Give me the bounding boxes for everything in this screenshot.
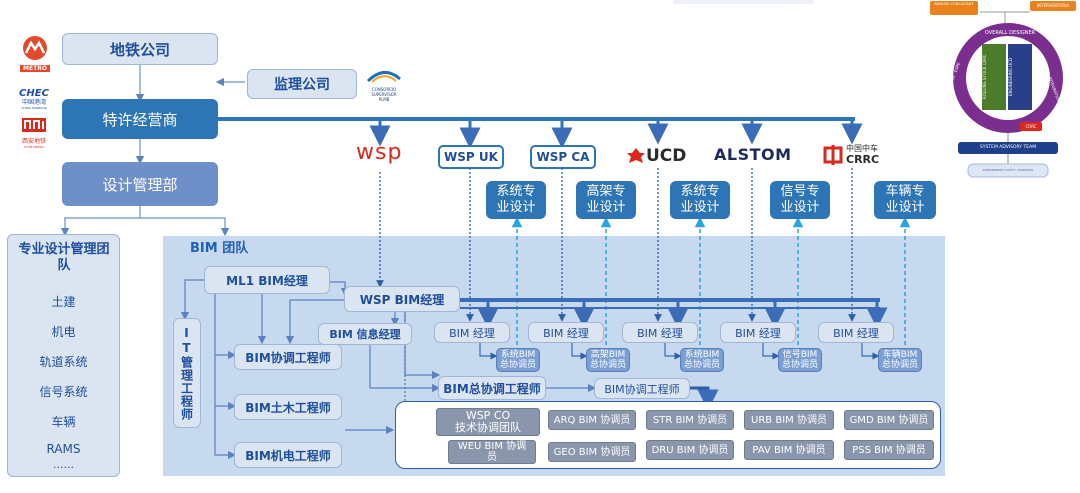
chec-logo-text: CHEC (19, 88, 49, 99)
consortium-line1: CONSORCIO (371, 87, 397, 92)
firm-wsp-uk[interactable]: WSP UK (438, 145, 504, 169)
bim-manager[interactable]: BIM 经理 (434, 322, 510, 343)
metro-logo: METRO (20, 35, 50, 72)
concessionaire-box[interactable]: 特许经营商 (62, 99, 218, 139)
bim-chief-coordinator[interactable]: BIM总协调工程师 (438, 376, 546, 400)
specialty-item: ...... (53, 458, 74, 471)
consortium-emblem-icon (366, 71, 401, 83)
coordinator-cell[interactable]: WSP CO 技术协调团队 (436, 408, 540, 436)
specialty-item: 车辆 (51, 415, 76, 429)
chec-cn-text: 中国港湾 (21, 99, 46, 106)
crrc-en-text: CRRC (846, 153, 880, 166)
bim-team-title: BIM 团队 (190, 241, 249, 256)
metro-company-box[interactable]: 地铁公司 (62, 33, 218, 65)
coordinator-cell[interactable]: STR BIM 协调员 (646, 410, 734, 430)
crrc-cn-text: 中国中车 (846, 144, 878, 153)
bim-general-coordinator[interactable]: 车辆BIM 总协调员 (878, 348, 922, 372)
bim-info-manager[interactable]: BIM 信息经理 (318, 323, 412, 345)
inset-bottom-note: INDEPENDENT SAFETY ASSESSOR (982, 168, 1034, 172)
it-manager-label: IT管理工程师 (179, 325, 194, 421)
crrc-emblem-icon (823, 145, 843, 165)
inset-advisory-box: SYSTEM ADVISORY TEAM (979, 145, 1037, 150)
metro-emblem-icon (23, 36, 47, 60)
inset-consultant-box: RAMUSA CONSULTANT (930, 1, 978, 15)
inset-top-bar (673, 0, 813, 4)
alstom-logo: ALSTOM (714, 145, 792, 164)
coordinator-cell[interactable]: WEU BIM 协调 员 (448, 440, 536, 464)
specialty-item: 机电 (51, 325, 76, 339)
ml1-bim-manager[interactable]: ML1 BIM经理 (204, 266, 330, 294)
design-unit-label[interactable]: 系统专 业设计 (670, 181, 730, 219)
inset-rolling-stock: ROLLING STOCK CRRC (982, 54, 987, 100)
bim-mep-engineer[interactable]: BIM机电工程师 (234, 442, 342, 468)
consortium-line2: SUPERVISOR (371, 92, 397, 97)
xian-metro-emblem-icon (22, 118, 46, 132)
bim-coordinator-right[interactable]: BIM协调工程师 (594, 378, 690, 399)
specialty-team-panel[interactable] (7, 234, 120, 477)
coordinator-cell[interactable]: ARQ BIM 协调员 (548, 410, 636, 430)
design-management-box[interactable]: 设计管理部 (62, 162, 218, 206)
inset-interventoria-box: INTERVENTORIA (1030, 1, 1076, 11)
coordinator-cell[interactable]: GEO BIM 协调员 (548, 442, 636, 462)
specialty-item: RAMS (46, 442, 81, 456)
coordinator-cell[interactable]: PAV BIM 协调员 (744, 440, 834, 460)
ucd-logo-text: UCD (646, 146, 687, 166)
wsp-bim-manager[interactable]: WSP BIM经理 (344, 286, 460, 312)
inset-engineering: ENGINEERING UCD (1008, 58, 1013, 96)
metro-logo-text: METRO (20, 65, 50, 72)
chec-logo: CHEC 中国港湾 CHINA HARBOUR (16, 88, 52, 112)
wsp-logo: wsp (356, 140, 403, 165)
bim-general-coordinator[interactable]: 信号BIM 总协调员 (778, 348, 822, 372)
design-unit-label[interactable]: 车辆专 业设计 (874, 181, 936, 219)
ucd-emblem-icon (627, 148, 645, 163)
bim-general-coordinator[interactable]: 高架BIM 总协调员 (586, 348, 630, 372)
specialty-item: 土建 (51, 295, 76, 309)
design-unit-label[interactable]: 高架专 业设计 (576, 181, 636, 219)
bim-manager[interactable]: BIM 经理 (528, 322, 604, 343)
inset-ring-diagram (953, 11, 1063, 178)
coordinator-cell[interactable]: GMD BIM 协调员 (844, 410, 934, 430)
inset-crrc-tag: CRRC (1020, 122, 1042, 131)
consortium-logo: CONSORCIO SUPERVISOR PLMB (364, 68, 404, 102)
bim-general-coordinator[interactable]: 系统BIM 总协调员 (680, 348, 724, 372)
xian-metro-text: 西安地铁 (21, 138, 46, 145)
coordinator-cell[interactable]: PSS BIM 协调员 (844, 440, 934, 460)
coordinator-cell[interactable]: DRU BIM 协调员 (646, 440, 734, 460)
coordinator-cell[interactable]: URB BIM 协调员 (744, 410, 834, 430)
bim-manager[interactable]: BIM 经理 (818, 322, 894, 343)
design-unit-label[interactable]: 信号专 业设计 (770, 181, 830, 219)
it-manager[interactable]: IT管理工程师 (173, 318, 201, 428)
ucd-logo: UCD (626, 144, 690, 168)
bim-general-coordinator[interactable]: 系统BIM 总协调员 (496, 348, 540, 372)
specialty-team-title: 专业设计管理团队 (18, 242, 110, 273)
xian-metro-logo: 西安地铁 XI'AN METRO (16, 116, 52, 149)
consortium-line3: PLMB (378, 97, 390, 102)
firm-wsp-ca[interactable]: WSP CA (530, 145, 596, 169)
supervision-company-box[interactable]: 监理公司 (247, 69, 357, 99)
crrc-logo-text-group: 中国中车 CRRC (846, 144, 879, 166)
bim-coordinator[interactable]: BIM协调工程师 (234, 344, 342, 370)
bim-manager[interactable]: BIM 经理 (622, 322, 698, 343)
bim-civil-engineer[interactable]: BIM土木工程师 (234, 394, 342, 420)
design-unit-label[interactable]: 系统专 业设计 (486, 181, 546, 219)
chec-en-text: CHINA HARBOUR (21, 106, 47, 110)
specialty-item: 信号系统 (39, 385, 88, 399)
xian-metro-en-text: XI'AN METRO (24, 145, 44, 149)
specialty-item: 轨道系统 (39, 355, 88, 369)
inset-ring-text: OVERALL DESIGNER (984, 30, 1036, 36)
bim-manager[interactable]: BIM 经理 (720, 322, 796, 343)
crrc-logo: 中国中车 CRRC (823, 141, 885, 169)
